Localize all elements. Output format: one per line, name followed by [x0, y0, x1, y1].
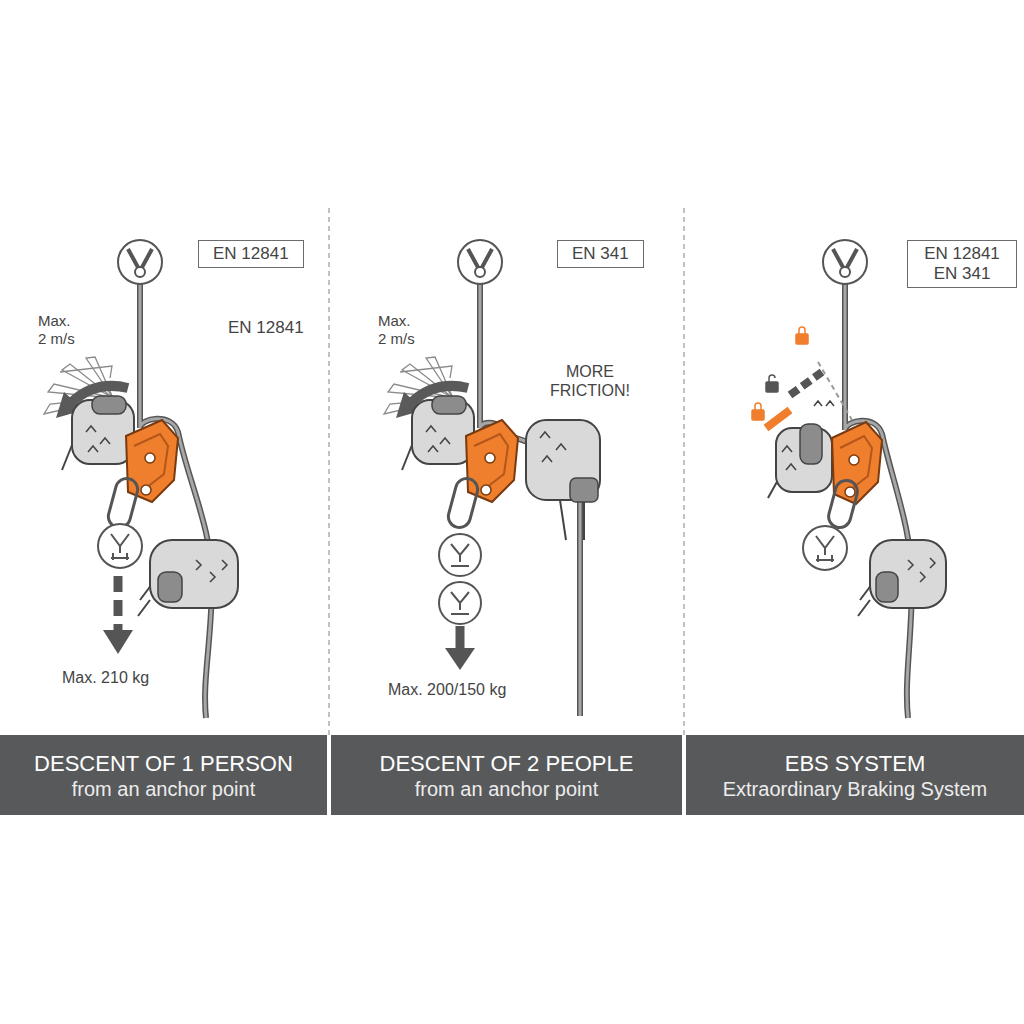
band-title: DESCENT OF 1 PERSON [34, 750, 293, 777]
panel-one-figure [44, 240, 238, 718]
panel-divider [683, 208, 684, 735]
standard-label: EN 12841 EN 341 [922, 244, 1002, 284]
friction-note: MORE FRICTION! [548, 362, 632, 400]
band-subtitle: Extraordinary Braking System [723, 777, 988, 801]
panel-divider [328, 208, 329, 735]
standard-box: EN 12841 [198, 240, 304, 268]
title-band: EBS SYSTEMExtraordinary Braking System [686, 735, 1024, 815]
standard-box: EN 12841 EN 341 [907, 240, 1017, 288]
standard-label: EN 12841 [228, 318, 304, 338]
band-subtitle: from an anchor point [415, 777, 598, 801]
band-title: EBS SYSTEM [785, 750, 926, 777]
title-band: DESCENT OF 1 PERSONfrom an anchor point [0, 735, 327, 815]
standard-label: EN 341 [572, 244, 629, 264]
load-limit: Max. 200/150 kg [388, 680, 506, 699]
load-limit: Max. 210 kg [62, 668, 149, 687]
panel-three-figure [752, 240, 946, 718]
panel-two-figure [384, 240, 600, 716]
standard-label: EN 12841 [213, 244, 289, 264]
band-title: DESCENT OF 2 PEOPLE [380, 750, 634, 777]
title-band: DESCENT OF 2 PEOPLEfrom an anchor point [331, 735, 682, 815]
speed-limit: Max. 2 m/s [38, 312, 80, 348]
speed-limit: Max. 2 m/s [378, 312, 420, 348]
band-subtitle: from an anchor point [72, 777, 255, 801]
standard-box: EN 341 [557, 240, 644, 268]
